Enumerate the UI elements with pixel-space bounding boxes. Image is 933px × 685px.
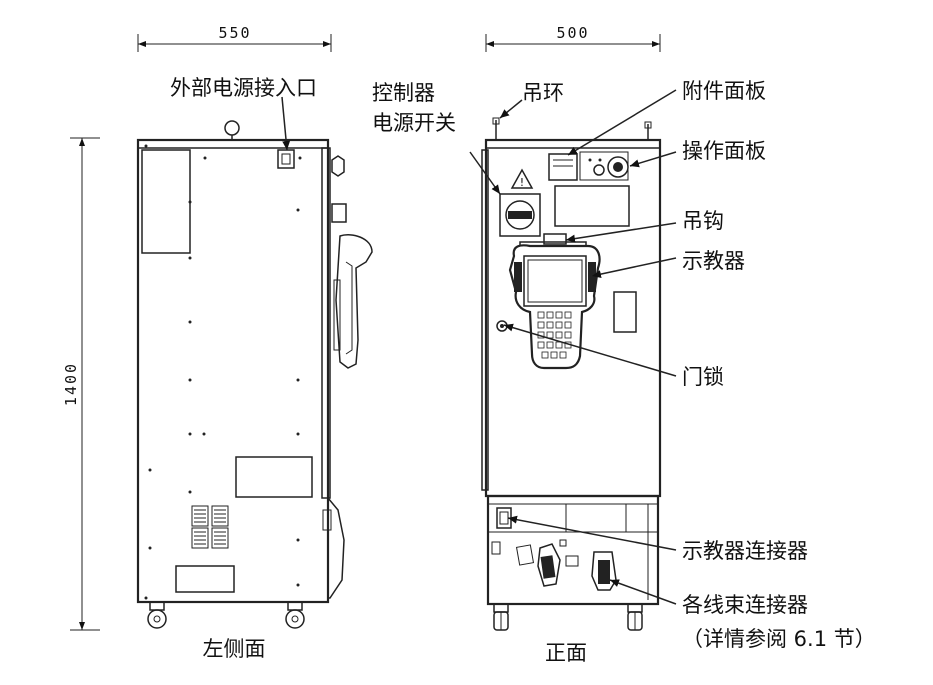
lower-compartment xyxy=(486,494,660,606)
height-value: 1400 xyxy=(62,362,80,406)
accessory-panel xyxy=(548,153,578,181)
controller-power-switch xyxy=(499,193,541,237)
label-teach-pendant: 示教器 xyxy=(682,249,745,273)
front-width-value: 500 xyxy=(556,24,589,42)
dimension-height: 1400 xyxy=(62,137,100,631)
view-caption-front: 正面 xyxy=(545,641,587,665)
caster-left-2 xyxy=(285,601,305,629)
label-harness-connectors: 各线束连接器 xyxy=(682,593,808,617)
vent-grill xyxy=(191,505,229,549)
label-operation-panel: 操作面板 xyxy=(682,139,766,163)
label-lifting-ring: 吊环 xyxy=(522,81,564,105)
side-screws xyxy=(144,144,302,600)
label-hook: 吊钩 xyxy=(682,209,724,233)
teach-pendant xyxy=(508,233,601,370)
label-accessory-panel: 附件面板 xyxy=(682,79,766,103)
dimension-side-width: 550 xyxy=(137,24,332,52)
label-teach-pendant-connector: 示教器连接器 xyxy=(682,539,808,563)
caster-front-2 xyxy=(627,603,643,631)
front-view: ! xyxy=(481,117,662,631)
label-controller-switch-line2: 电源开关 xyxy=(372,111,456,135)
leader-lines xyxy=(281,89,677,605)
svg-text:!: ! xyxy=(520,176,524,189)
pendant-holder-side xyxy=(331,155,373,369)
power-inlet-box xyxy=(277,149,295,169)
dimension-front-width: 500 xyxy=(485,24,661,52)
operation-panel xyxy=(579,151,629,181)
left-side-view xyxy=(136,120,373,629)
view-caption-left-side: 左侧面 xyxy=(203,637,266,661)
lifting-ring-side xyxy=(224,120,240,136)
label-controller-switch-line1: 控制器 xyxy=(372,81,435,105)
label-harness-connectors-note: （详情参阅 6.1 节） xyxy=(682,627,876,651)
side-width-value: 550 xyxy=(218,24,251,42)
label-door-lock: 门锁 xyxy=(682,365,724,389)
caster-left-1 xyxy=(147,601,167,629)
label-power-inlet: 外部电源接入口 xyxy=(170,76,317,100)
caster-front-1 xyxy=(493,603,509,631)
